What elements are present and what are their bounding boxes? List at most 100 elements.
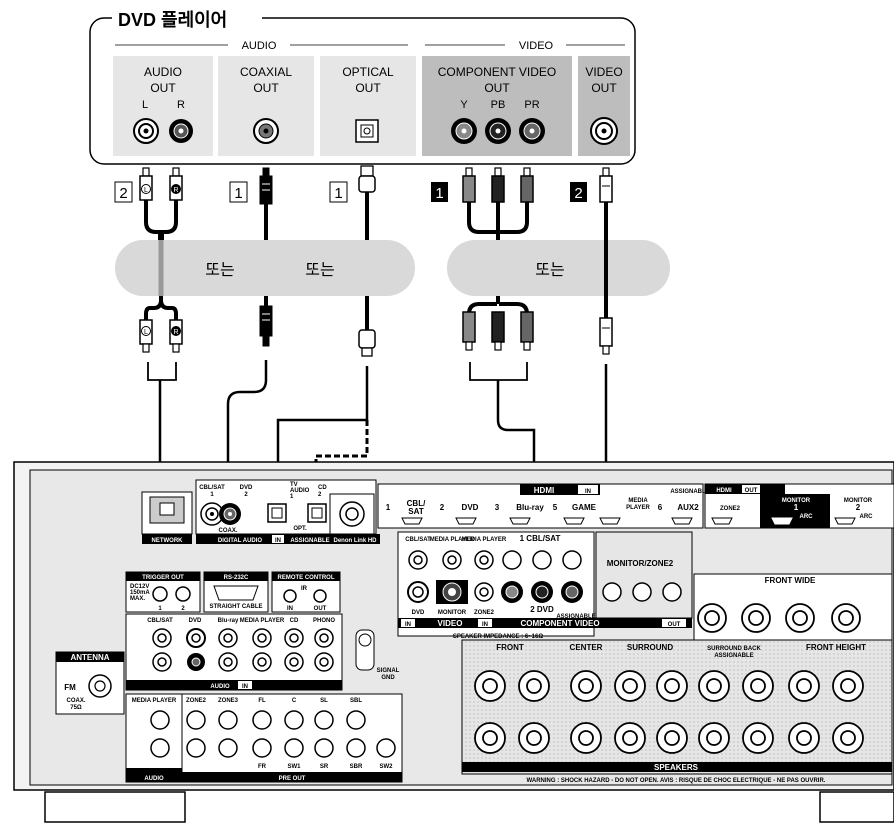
svg-text:AUDIO: AUDIO [144, 65, 182, 79]
svg-text:MAX.: MAX. [130, 596, 145, 602]
svg-text:L: L [144, 187, 148, 194]
svg-text:IN: IN [242, 684, 248, 690]
svg-text:SBL: SBL [350, 698, 362, 704]
svg-text:IN: IN [287, 606, 293, 612]
svg-text:MONITOR: MONITOR [438, 610, 467, 616]
audio-cable-top: L R [139, 167, 183, 296]
network-port: NETWORK [141, 491, 193, 544]
svg-text:CD: CD [318, 485, 327, 491]
svg-text:RS-232C: RS-232C [224, 575, 249, 581]
or-label-2: 또는 [305, 261, 334, 279]
svg-text:OUT: OUT [253, 81, 279, 95]
rca-jack-component-pb [485, 118, 511, 144]
svg-text:2: 2 [181, 606, 185, 612]
svg-text:ZONE2: ZONE2 [720, 506, 741, 512]
hdmi-in-section: HDMI IN 1 CBL/ SAT 2 DVD 3 Blu-ray 5 GAM… [377, 483, 710, 529]
svg-text:NETWORK: NETWORK [152, 538, 184, 544]
cable-num-1b: 1 [334, 185, 342, 202]
svg-text:REMOTE CONTROL: REMOTE CONTROL [278, 575, 335, 581]
video-cable-top [599, 167, 613, 296]
signal-gnd: SIGNAL GND [355, 629, 400, 681]
svg-text:Denon Link HD: Denon Link HD [334, 538, 378, 544]
svg-text:OUT: OUT [668, 622, 681, 628]
dvd-player-panel: DVD 플레이어 AUDIO VIDEO AUDIO OUT L R COAXI… [89, 8, 636, 165]
denon-link-port: Denon Link HD [329, 493, 380, 544]
svg-text:PB: PB [491, 99, 506, 111]
svg-text:DVD: DVD [240, 485, 253, 491]
audio-in-section: CBL/SAT DVD Blu-ray MEDIA PLAYER CD PHON… [125, 613, 343, 691]
svg-text:ZONE2: ZONE2 [474, 610, 495, 616]
rca-jack-video [590, 117, 618, 145]
or-bands: 또는 또는 또는 [115, 240, 670, 296]
svg-text:CBL/: CBL/ [407, 499, 426, 508]
svg-text:PRE OUT: PRE OUT [279, 776, 306, 782]
svg-text:GAME: GAME [572, 503, 597, 512]
or-label-1: 또는 [205, 261, 234, 279]
speakers-section: FRONT WIDE FRONT CENTER SURROUND SURROUN… [461, 573, 893, 784]
svg-text:MEDIA PLAYER: MEDIA PLAYER [240, 618, 285, 624]
svg-text:FR: FR [258, 764, 267, 770]
svg-text:1: 1 [158, 606, 162, 612]
svg-text:DVD: DVD [189, 618, 202, 624]
svg-text:MEDIA PLAYER: MEDIA PLAYER [430, 537, 475, 543]
svg-text:SPEAKERS: SPEAKERS [654, 763, 699, 772]
svg-text:DVD: DVD [412, 610, 425, 616]
svg-text:SURROUND: SURROUND [627, 643, 673, 652]
svg-text:MEDIA PLAYER: MEDIA PLAYER [132, 698, 177, 704]
optical-cable-bottom [276, 296, 376, 500]
optical-jack [355, 119, 379, 143]
component-cable-top [462, 167, 534, 240]
antenna-section: ANTENNA FM COAX. 75Ω [55, 651, 125, 715]
rca-jack-audio-l [133, 118, 159, 144]
svg-text:MONITOR/ZONE2: MONITOR/ZONE2 [607, 559, 674, 568]
svg-text:OUT: OUT [150, 81, 176, 95]
svg-text:ASSIGNABLE: ASSIGNABLE [670, 489, 709, 495]
svg-text:5: 5 [553, 503, 558, 512]
svg-text:VIDEO: VIDEO [585, 65, 622, 79]
optical-cable-top [358, 165, 376, 240]
svg-text:FRONT: FRONT [496, 643, 524, 652]
svg-text:SIGNAL: SIGNAL [377, 668, 400, 674]
svg-text:FRONT HEIGHT: FRONT HEIGHT [806, 643, 866, 652]
svg-text:Y: Y [460, 99, 468, 111]
svg-text:ZONE2: ZONE2 [186, 698, 207, 704]
svg-text:HDMI: HDMI [716, 488, 732, 494]
svg-text:GND: GND [381, 675, 395, 681]
svg-text:IN: IN [585, 489, 591, 495]
svg-text:ASSIGNABLE: ASSIGNABLE [290, 538, 329, 544]
svg-text:SW2: SW2 [379, 764, 393, 770]
svg-text:SAT: SAT [408, 507, 424, 516]
svg-text:Blu-ray: Blu-ray [218, 618, 239, 624]
rca-jack-coaxial [253, 118, 279, 144]
svg-text:ARC: ARC [860, 514, 874, 520]
svg-text:OUT: OUT [355, 81, 381, 95]
svg-text:CD: CD [290, 618, 299, 624]
svg-text:C: C [292, 698, 297, 704]
svg-text:L: L [144, 329, 148, 336]
svg-text:PHONO: PHONO [313, 618, 335, 624]
svg-text:SL: SL [320, 698, 328, 704]
rca-jack-component-y [451, 118, 477, 144]
svg-text:75Ω: 75Ω [70, 705, 82, 711]
svg-text:SURROUND BACK: SURROUND BACK [707, 646, 761, 652]
svg-text:2: 2 [244, 492, 248, 498]
svg-text:OUT: OUT [745, 488, 758, 494]
svg-text:VIDEO: VIDEO [438, 619, 463, 628]
svg-text:IN: IN [482, 622, 488, 628]
svg-text:ZONE3: ZONE3 [218, 698, 239, 704]
svg-text:1 CBL/SAT: 1 CBL/SAT [520, 534, 561, 543]
control-ports: TRIGGER OUT DC12V 150mA MAX. 1 2 RS-232C… [125, 571, 341, 613]
svg-text:MEDIA PLAYER: MEDIA PLAYER [462, 537, 507, 543]
svg-text:SW1: SW1 [287, 764, 301, 770]
svg-text:COAX.: COAX. [218, 528, 237, 534]
svg-text:ASSIGNABLE: ASSIGNABLE [556, 614, 595, 620]
video-group-label: VIDEO [519, 40, 554, 52]
svg-text:TRIGGER OUT: TRIGGER OUT [142, 575, 184, 581]
svg-text:STRAIGHT CABLE: STRAIGHT CABLE [210, 604, 263, 610]
svg-text:R: R [173, 329, 178, 336]
svg-text:COMPONENT VIDEO: COMPONENT VIDEO [438, 65, 556, 79]
svg-text:ASSIGNABLE: ASSIGNABLE [714, 653, 753, 659]
svg-text:1: 1 [290, 494, 294, 500]
svg-text:CBL/SAT: CBL/SAT [199, 485, 225, 491]
